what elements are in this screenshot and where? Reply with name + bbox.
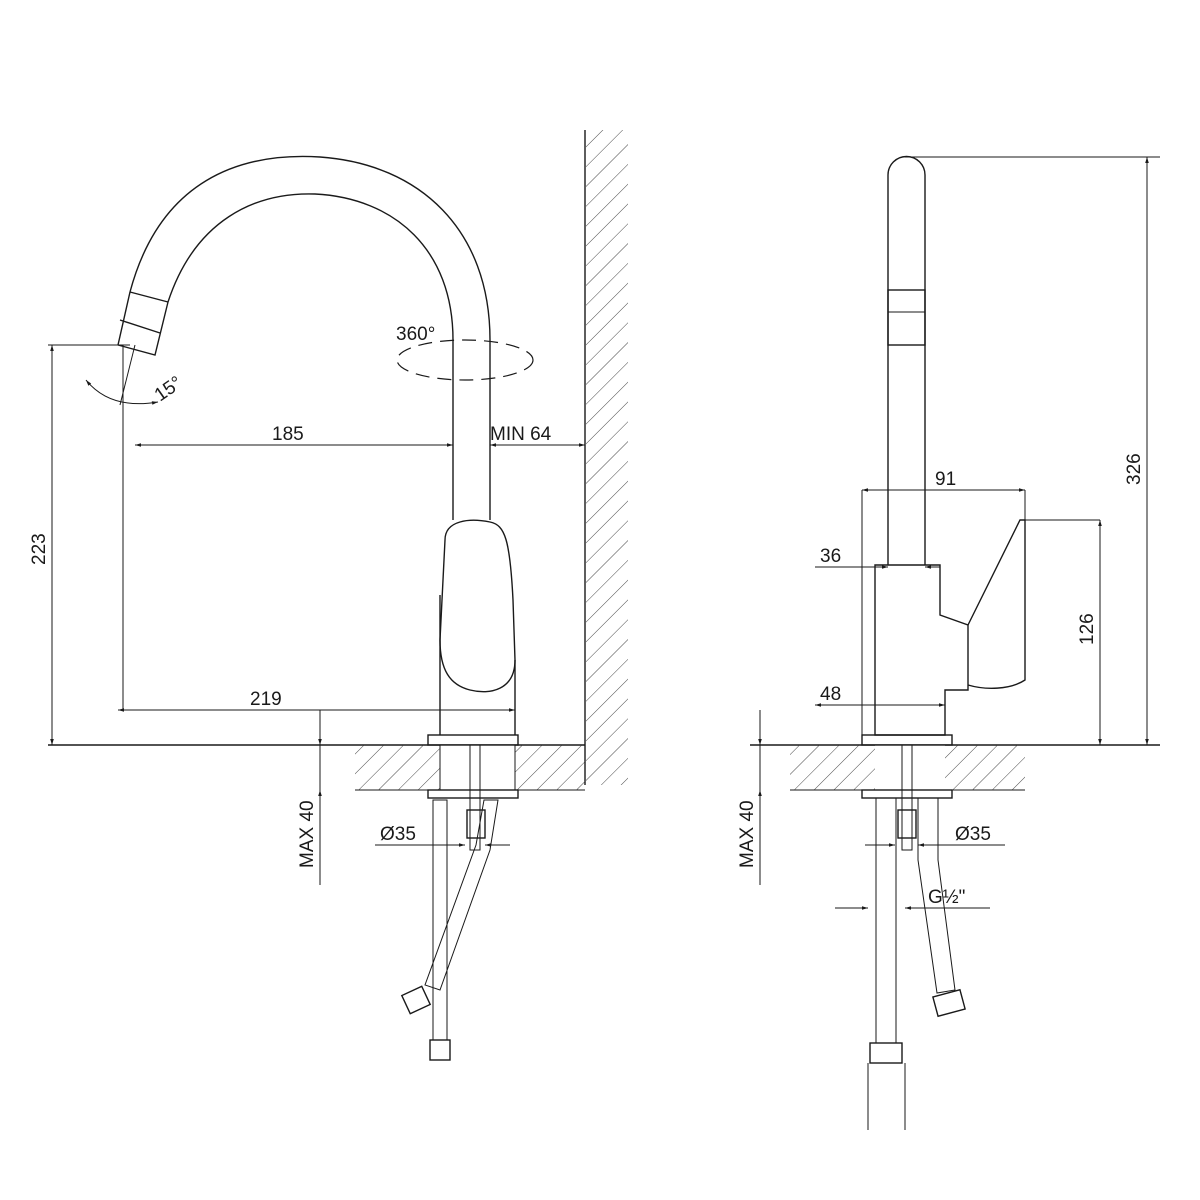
dim-total-height: 326 <box>1124 453 1145 485</box>
spout <box>117 155 491 710</box>
front-view: 91 36 48 126 326 MAX 40 Ø35 G½" <box>737 155 1160 1130</box>
dim-hole-diameter: Ø35 <box>955 824 991 845</box>
dim-counter-thickness: MAX 40 <box>737 800 758 868</box>
wall <box>584 130 628 785</box>
rotation-angle-label: 360° <box>396 324 435 345</box>
rotation-ellipse <box>396 339 534 381</box>
dim-spout-height: 223 <box>29 533 50 565</box>
dim-counter-thickness: MAX 40 <box>297 800 318 868</box>
spout-tube <box>887 155 1160 565</box>
side-view: 360° 15° 185 MIN 64 219 223 <box>29 130 628 1061</box>
tilt-angle-label: 15° <box>151 372 187 406</box>
dim-body-depth: 91 <box>935 469 956 490</box>
countertop <box>48 744 585 791</box>
dim-wall-clearance: MIN 64 <box>490 424 552 445</box>
countertop <box>750 744 1160 791</box>
dim-base-diameter: 48 <box>820 684 841 705</box>
supply-hoses <box>400 799 499 1061</box>
dim-reach: 185 <box>272 424 304 445</box>
mixer-body <box>861 490 1100 851</box>
dim-tube-diameter: 36 <box>820 546 841 567</box>
mixer-body <box>427 519 519 851</box>
dim-handle-height: 126 <box>1077 613 1098 645</box>
dim-hole-diameter: Ø35 <box>380 824 416 845</box>
supply-hoses <box>867 797 966 1130</box>
dim-total-reach: 219 <box>250 689 282 710</box>
tilt-arc <box>85 379 159 405</box>
dim-thread: G½" <box>928 887 965 908</box>
